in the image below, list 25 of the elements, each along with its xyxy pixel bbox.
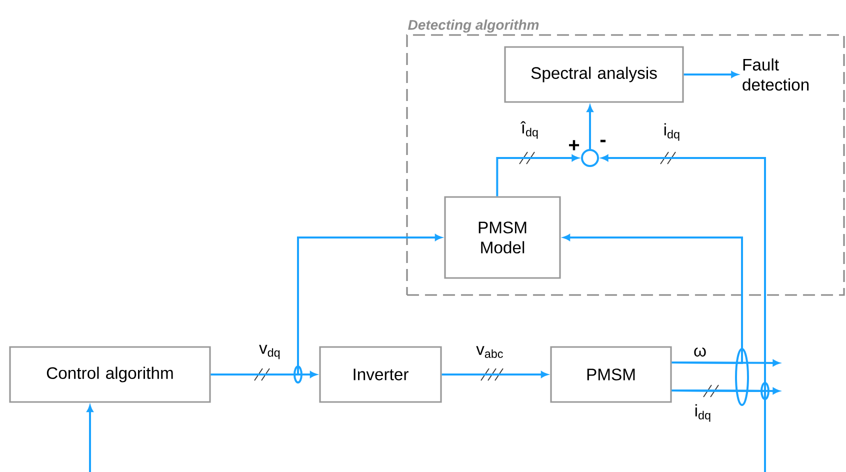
sign-label: + bbox=[569, 140, 580, 150]
arrow bbox=[563, 234, 743, 364]
edge-label: i$_{dq}$ bbox=[664, 123, 680, 141]
output-text: Fault detection bbox=[742, 58, 809, 91]
arrow bbox=[86, 405, 94, 472]
edge-label: v$_{dq}$ bbox=[259, 344, 280, 360]
edge-label: î$_{dq}$ bbox=[520, 121, 538, 139]
block-box: Inverter bbox=[319, 346, 442, 403]
arrow bbox=[586, 105, 594, 149]
block-box: PMSM bbox=[550, 346, 672, 403]
block-box: Control algorithm bbox=[9, 346, 211, 403]
arrow bbox=[496, 154, 579, 196]
arrow bbox=[210, 234, 442, 376]
arrow bbox=[442, 371, 548, 378]
summing-junction bbox=[581, 149, 599, 167]
arrow bbox=[684, 71, 738, 78]
edge-label: i$_{dq}$ bbox=[695, 404, 710, 422]
node-label: Detecting algorithm bbox=[408, 20, 539, 33]
sign-label: - bbox=[600, 140, 606, 142]
arrow bbox=[672, 360, 780, 366]
block-box: PMSM Model bbox=[444, 196, 561, 279]
edge-label: ω bbox=[694, 347, 706, 357]
edge-label: v$_{abc}$ bbox=[476, 346, 503, 358]
arrow bbox=[601, 154, 766, 392]
block-box: Spectral analysis bbox=[504, 46, 684, 103]
